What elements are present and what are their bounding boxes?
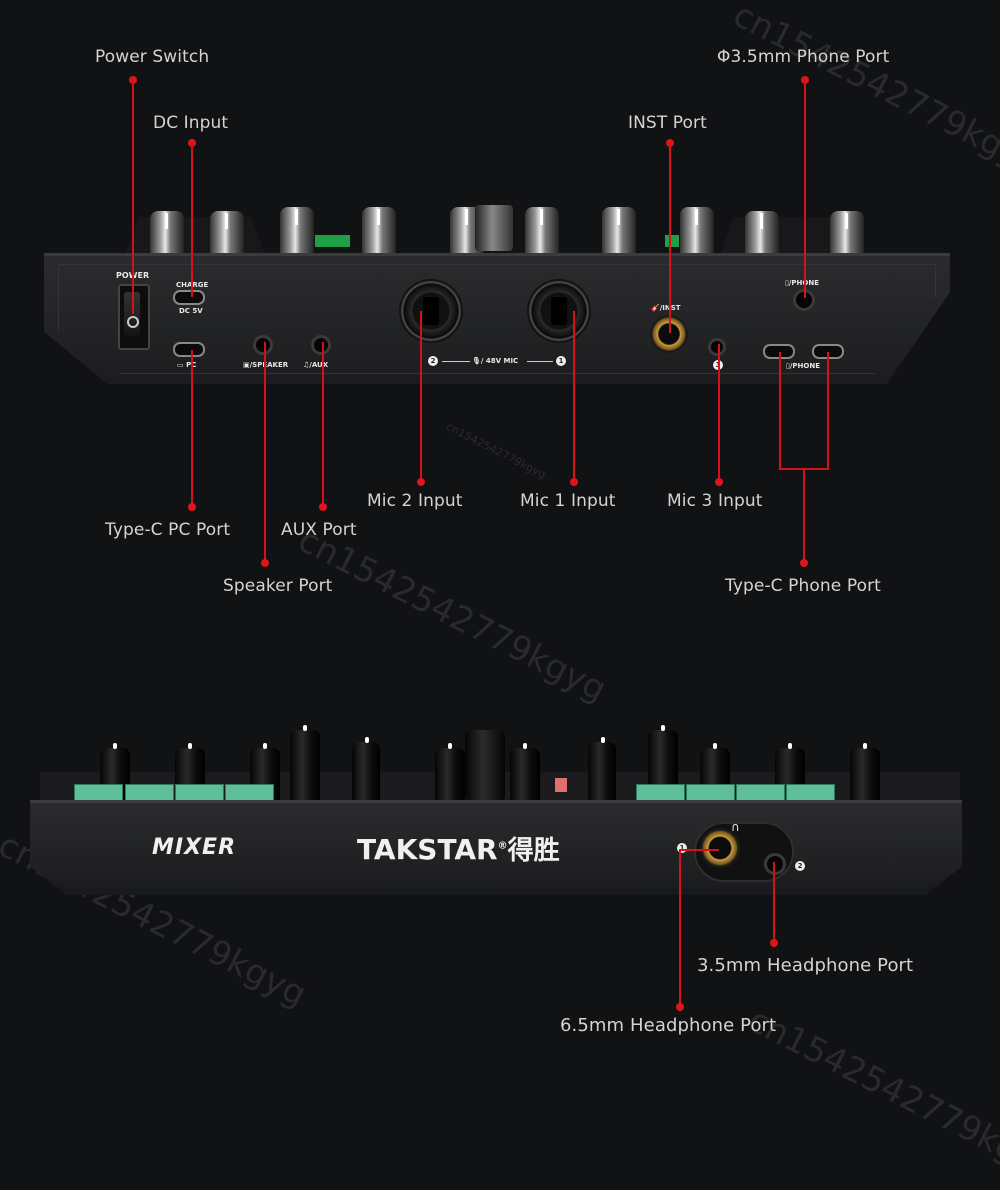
mic2-number-badge: 2 [428, 356, 438, 366]
mic-label: 🎙/ 48V MIC [472, 357, 519, 365]
guitar-icon: 🎸 [651, 304, 660, 312]
callout-inst-port: INST Port [628, 113, 707, 133]
mixer-rear-panel [44, 253, 950, 384]
mic3-jack[interactable] [708, 338, 726, 356]
mixer-label: MIXER [152, 835, 237, 860]
dc-input-port[interactable] [173, 290, 205, 305]
callout-speaker-port: Speaker Port [223, 576, 333, 596]
mic2-xlr-combo-jack[interactable] [399, 279, 463, 343]
callout-type-c-phone-port: Type-C Phone Port [725, 576, 881, 596]
callout-mic1-input: Mic 1 Input [520, 491, 616, 511]
speaker-icon: ▣/ [243, 361, 253, 369]
dc5v-label: DC 5V [179, 307, 203, 315]
music-note-icon: ♫/ [303, 361, 312, 369]
inst-label: 🎸/INST [651, 304, 681, 312]
callout-dc-input: DC Input [153, 113, 229, 133]
callout-type-c-pc-port: Type-C PC Port [105, 520, 231, 540]
speaker-jack[interactable] [253, 335, 273, 355]
mixer-top-deck [40, 720, 960, 802]
callout-power-switch: Power Switch [95, 47, 210, 67]
aux-jack[interactable] [311, 335, 331, 355]
top-knob-row [120, 200, 880, 255]
mic1-number-badge: 1 [556, 356, 566, 366]
headphone-icon: ∩ [731, 820, 740, 834]
microphone-icon: 🎙 [472, 357, 481, 365]
pc-label: ▭ PC [177, 361, 196, 369]
monitor-icon: ▭ [177, 361, 187, 369]
type-c-pc-port[interactable] [173, 342, 205, 357]
watermark: cn1542542779kgyg [726, 0, 1000, 185]
power-switch[interactable] [118, 284, 150, 350]
callout-mic3-input: Mic 3 Input [667, 491, 763, 511]
hp1-number-badge: 1 [677, 843, 687, 853]
headphone-35mm-jack[interactable] [764, 853, 786, 875]
hp2-number-badge: 2 [795, 861, 805, 871]
mixer-front-panel [30, 800, 962, 895]
callout-65mm-headphone-port: 6.5mm Headphone Port [560, 1015, 777, 1036]
headphone-65mm-jack[interactable] [700, 828, 740, 868]
phone-bottom-label: ▯/PHONE [786, 362, 821, 370]
phone-top-label: ▯/PHONE [785, 279, 819, 287]
speaker-label: ▣/SPEAKER [243, 361, 289, 369]
phone-icon: ▯/ [785, 279, 792, 287]
callout-35mm-headphone-port: 3.5mm Headphone Port [697, 955, 914, 976]
takstar-logo: TAKSTAR®得胜 [357, 833, 560, 866]
watermark: cn1542542779kgyg [291, 520, 613, 710]
aux-label: ♫/AUX [303, 361, 329, 369]
mic1-xlr-combo-jack[interactable] [527, 279, 591, 343]
callout-phone-35-port: Φ3.5mm Phone Port [717, 47, 890, 67]
callout-mic2-input: Mic 2 Input [367, 491, 463, 511]
watermark: cn1542542779kgyg [444, 420, 548, 482]
callout-aux-port: AUX Port [281, 520, 357, 540]
phone-icon: ▯/ [786, 362, 793, 370]
watermark: cn1542542779kgyg [741, 1000, 1000, 1190]
